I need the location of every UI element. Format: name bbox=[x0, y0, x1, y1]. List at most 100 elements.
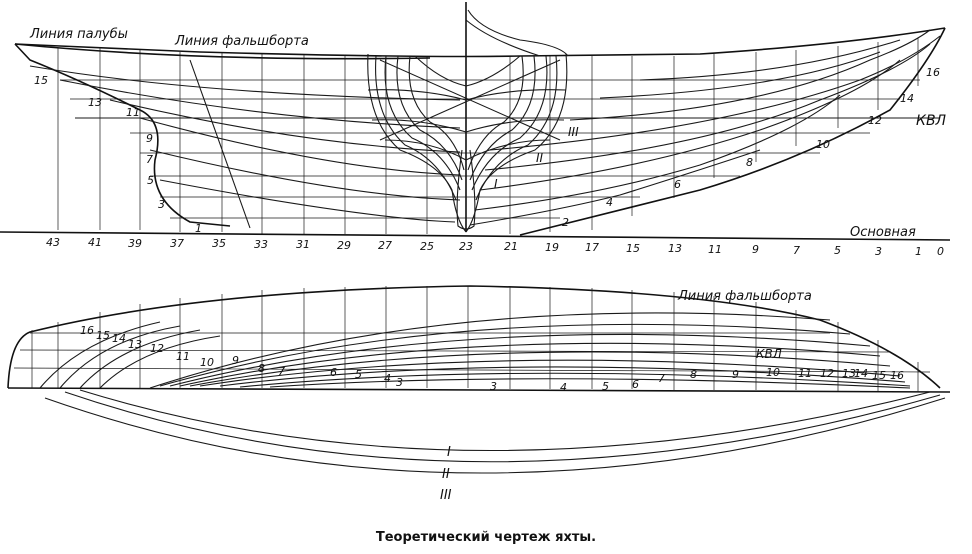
station-number: 35 bbox=[212, 237, 226, 250]
station-number: 41 bbox=[88, 236, 102, 249]
plan-number: 6 bbox=[632, 378, 639, 391]
level-number: 8 bbox=[746, 156, 753, 169]
plan-number: 5 bbox=[602, 380, 609, 393]
station-number: 7 bbox=[793, 244, 800, 257]
plan-number: 15 bbox=[96, 329, 110, 342]
keel-numeral: III bbox=[440, 488, 452, 503]
section-numeral: I bbox=[494, 177, 498, 191]
plan-number: 13 bbox=[842, 367, 856, 380]
section-numeral: II bbox=[536, 151, 544, 165]
station-number: 3 bbox=[875, 245, 882, 258]
level-number: 6 bbox=[674, 178, 681, 191]
plan-number: 11 bbox=[176, 350, 190, 363]
keel-numeral: II bbox=[442, 467, 450, 482]
station-number: 11 bbox=[708, 243, 722, 256]
bulwark-line bbox=[14, 43, 431, 60]
level-number: 7 bbox=[146, 153, 153, 166]
plan-number: 3 bbox=[490, 380, 497, 393]
plan-number: 12 bbox=[820, 367, 834, 380]
profile-view bbox=[0, 2, 951, 241]
plan-longitudinal-grid bbox=[13, 332, 931, 373]
station-number: 21 bbox=[504, 240, 518, 253]
plan-station-grid bbox=[31, 286, 919, 392]
profile-waterline-grid bbox=[60, 79, 920, 219]
bulwark-line-label-bottom: Линия фальшборта bbox=[677, 289, 812, 304]
station-number: 15 bbox=[626, 242, 640, 255]
station-number: 29 bbox=[337, 239, 351, 252]
level-number: 3 bbox=[158, 198, 165, 211]
level-number: 2 bbox=[562, 216, 569, 229]
station-number: 23 bbox=[459, 240, 473, 253]
keel-numerals: I II III bbox=[440, 445, 452, 503]
aft-level-numbers: 15 13 11 9 7 5 3 1 bbox=[34, 74, 202, 235]
station-number: 9 bbox=[752, 243, 759, 256]
plan-number: 12 bbox=[150, 342, 164, 355]
plan-number: 11 bbox=[798, 367, 812, 380]
plan-number: 14 bbox=[112, 332, 126, 345]
station-number: 25 bbox=[420, 240, 434, 253]
plan-number: 8 bbox=[690, 368, 697, 381]
plan-number: 7 bbox=[278, 365, 285, 378]
plan-number: 14 bbox=[854, 367, 868, 380]
plan-number: 9 bbox=[732, 368, 739, 381]
level-number: 1 bbox=[195, 222, 202, 235]
level-number: 16 bbox=[926, 66, 940, 79]
station-number: 37 bbox=[170, 237, 184, 250]
plan-number: 4 bbox=[384, 372, 391, 385]
level-number: 12 bbox=[868, 114, 882, 127]
body-plan-numerals: III II I bbox=[494, 125, 579, 191]
station-number: 0 bbox=[937, 245, 944, 258]
figure-caption: Теоретический чертеж яхты. bbox=[375, 530, 597, 545]
level-number: 10 bbox=[816, 138, 830, 151]
plan-number: 10 bbox=[200, 356, 214, 369]
level-number: 5 bbox=[147, 174, 154, 187]
plan-number: 3 bbox=[396, 376, 403, 389]
plan-right-numbers: 3 4 5 6 7 8 9 10 11 12 13 14 15 16 bbox=[490, 366, 904, 394]
plan-number: 15 bbox=[872, 369, 886, 382]
stern-profile bbox=[14, 43, 231, 227]
deck-line bbox=[14, 27, 946, 58]
plan-view bbox=[7, 285, 951, 474]
station-number: 17 bbox=[585, 241, 599, 254]
plan-number: 16 bbox=[890, 369, 904, 382]
station-number: 27 bbox=[378, 239, 392, 252]
level-number: 9 bbox=[146, 132, 153, 145]
keel-numeral: I bbox=[447, 445, 451, 460]
bow-profile bbox=[519, 27, 946, 236]
plan-left-numbers: 16 15 14 13 12 11 10 9 8 7 6 5 4 3 bbox=[80, 324, 403, 389]
station-number: 31 bbox=[296, 238, 310, 251]
station-number: 1 bbox=[915, 245, 922, 258]
deck-line-label: Линия палубы bbox=[29, 27, 128, 42]
plan-number: 16 bbox=[80, 324, 94, 337]
body-plan bbox=[367, 2, 569, 233]
plan-number: 8 bbox=[258, 362, 265, 375]
baseline-line bbox=[0, 231, 951, 241]
plan-number: 10 bbox=[766, 366, 780, 379]
level-number: 11 bbox=[126, 106, 140, 119]
level-number: 14 bbox=[900, 92, 914, 105]
station-number: 33 bbox=[254, 238, 268, 251]
section-numeral: III bbox=[568, 125, 579, 139]
station-number: 13 bbox=[668, 242, 682, 255]
baseline-label: Основная bbox=[850, 225, 916, 240]
plan-number: 13 bbox=[128, 338, 142, 351]
bulwark-line-label-top: Линия фальшборта bbox=[174, 34, 309, 49]
waterline-label: КВЛ bbox=[916, 113, 947, 129]
station-number: 19 bbox=[545, 241, 559, 254]
station-number-row: 43 41 39 37 35 33 31 29 27 25 23 21 19 1… bbox=[46, 236, 944, 258]
fwd-level-numbers: 2 4 6 8 10 12 14 16 bbox=[562, 66, 940, 229]
profile-station-grid bbox=[57, 38, 919, 234]
station-number: 43 bbox=[46, 236, 60, 249]
plan-number: 7 bbox=[658, 372, 665, 385]
station-number: 5 bbox=[834, 244, 841, 257]
plan-number: 6 bbox=[330, 366, 337, 379]
plan-number: 5 bbox=[355, 368, 362, 381]
station-number: 39 bbox=[128, 237, 142, 250]
plan-hull-outline bbox=[7, 285, 941, 389]
plan-number: 4 bbox=[560, 381, 567, 394]
plan-waterline-label: КВЛ bbox=[756, 347, 782, 361]
level-number: 4 bbox=[606, 196, 613, 209]
level-number: 15 bbox=[34, 74, 48, 87]
profile-level-curves bbox=[29, 29, 941, 226]
